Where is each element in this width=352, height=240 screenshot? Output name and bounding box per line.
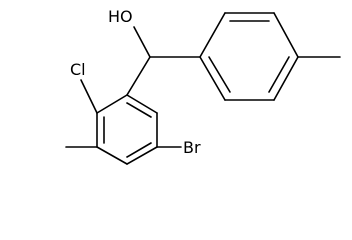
ring-right: [199, 12, 299, 101]
bond-r1-r2: [199, 12, 226, 58]
double-bond-r4-r5: [268, 56, 290, 93]
ring-left: [96, 94, 158, 165]
bond-r6-r1: [199, 56, 226, 101]
double-bond-r6-r1: [208, 56, 231, 93]
double-bond-c3-c4: [126, 142, 152, 158]
bromine-label: Br: [183, 138, 201, 157]
bond-c4-c5: [96, 146, 128, 165]
structure-diagram: HO Cl Br: [65, 7, 341, 165]
bond-central-carbon-oxygen: [133, 26, 151, 58]
bond-r3-r4: [273, 12, 299, 58]
bond-r4-r5: [273, 56, 299, 101]
bond-c6-c1: [96, 94, 128, 114]
molecule-svg: HO Cl Br: [65, 7, 341, 165]
bond-c1-c2: [126, 94, 158, 114]
chlorine-label: Cl: [70, 60, 86, 79]
hydroxyl-label: HO: [108, 7, 133, 26]
double-bond-c1-c2: [126, 102, 152, 118]
bond-c1-central-carbon: [126, 56, 151, 96]
bond-c6-chlorine: [80, 79, 98, 114]
bond-c3-c4: [126, 146, 158, 165]
